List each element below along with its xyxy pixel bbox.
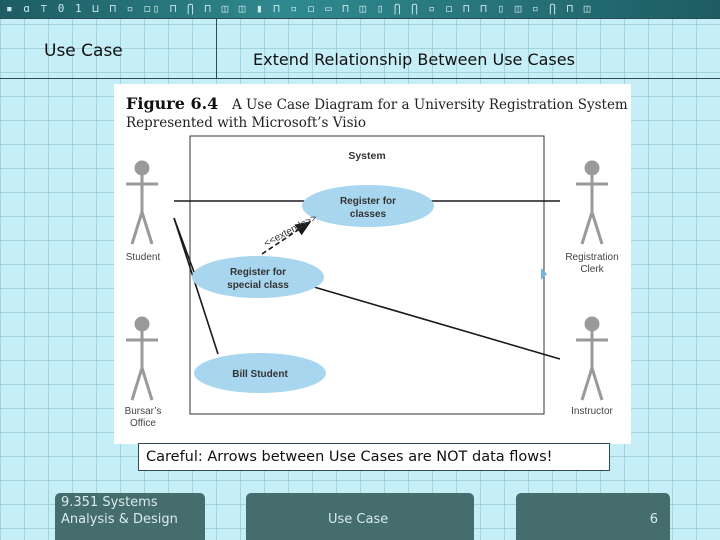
figure-number: Figure 6.4 [126, 94, 219, 113]
actor-student-label: Student [126, 252, 161, 263]
register-classes-label-1: Register for [340, 196, 396, 207]
extends-arrow [261, 221, 312, 255]
footer-course-line2: Analysis & Design [61, 512, 178, 527]
actor-student-figure [126, 160, 158, 245]
actor-registration-clerk-figure [576, 160, 608, 245]
footer-course: 9.351 Systems Analysis & Design [55, 493, 205, 540]
header-bottom-rule [0, 78, 720, 79]
actor-clerk-label-2: Clerk [580, 264, 604, 275]
slide-title: Extend Relationship Between Use Cases [253, 50, 575, 69]
register-special-label-2: special class [227, 280, 289, 291]
actor-instructor-label: Instructor [571, 406, 613, 417]
decorative-header-band: ▪ ɑ ⊤ 0 1 ⊔ ⊓ ▫ ◻▯ ⊓ ⋂ ⊓ ◫ ◫ ▮ ⊓ ▫ ◻ ▭ ⊓… [0, 0, 720, 18]
header-band-text: ▪ ɑ ⊤ 0 1 ⊔ ⊓ ▫ ◻▯ ⊓ ⋂ ⊓ ◫ ◫ ▮ ⊓ ▫ ◻ ▭ ⊓… [6, 2, 593, 15]
section-title: Use Case [44, 41, 123, 61]
register-special-label-1: Register for [230, 267, 286, 278]
header-divider [216, 18, 217, 78]
use-case-bill-student [194, 353, 326, 393]
use-case-diagram: System Register for classes Register for… [125, 135, 619, 429]
bill-student-label: Bill Student [232, 369, 288, 380]
figure-title-line1: A Use Case Diagram for a University Regi… [232, 97, 628, 113]
use-case-figure: Figure 6.4 A Use Case Diagram for a Univ… [114, 84, 631, 444]
actor-bursar-label-2: Office [130, 418, 156, 429]
footer-page-number: 6 [649, 512, 658, 527]
actor-bursars-office-figure [126, 316, 158, 401]
footer-page: 6 [516, 493, 670, 540]
footer-topic-label: Use Case [328, 512, 389, 527]
actor-instructor-figure [576, 316, 608, 401]
register-classes-label-2: classes [350, 209, 387, 220]
use-case-register-special [192, 256, 324, 298]
footer-course-line1: 9.351 Systems [61, 495, 158, 510]
footer-topic: Use Case [246, 493, 474, 540]
actor-clerk-label-1: Registration [565, 252, 618, 263]
system-label: System [348, 150, 385, 162]
boundary-marker-icon [541, 268, 547, 280]
use-case-register-for-classes [302, 185, 434, 227]
extends-label: <<extends>> [262, 212, 319, 249]
assoc-special-instructor [313, 286, 561, 360]
header-top-rule [0, 18, 720, 19]
caution-note: Careful: Arrows between Use Cases are NO… [138, 443, 610, 471]
figure-title-line2: Represented with Microsoft’s Visio [126, 115, 366, 131]
assoc-student-bill [173, 217, 219, 355]
actor-bursar-label-1: Bursar’s [125, 406, 162, 417]
